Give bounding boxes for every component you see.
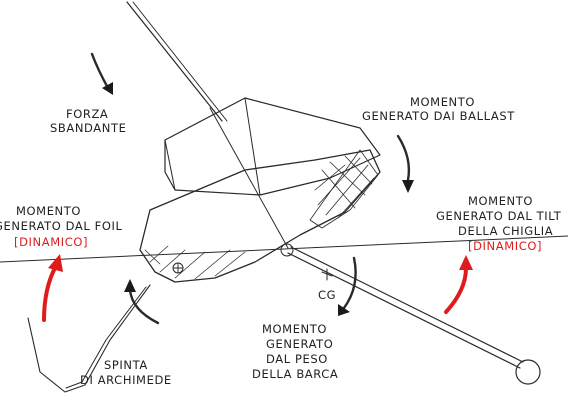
ballast-moment-label: MOMENTO GENERATO DAI BALLAST <box>362 95 515 123</box>
foil-moment-arrow <box>42 254 63 322</box>
keel-bulb <box>515 359 541 385</box>
foil <box>27 284 151 393</box>
buoyancy-label: SPINTA DI ARCHIMEDE <box>80 358 172 387</box>
weight-moment-label: MOMENTO GENERATO DAL PESO DELLA BARCA <box>252 322 338 381</box>
heeling-force-label: FORZA SBANDANTE <box>50 107 126 135</box>
buoyancy-moment-arrow <box>124 279 160 325</box>
mast-inner <box>132 1 228 122</box>
keel-tilt-moment-arrow <box>444 255 473 314</box>
foil-moment-label: MOMENTO GENERATO DAL FOIL [DINAMICO] <box>0 204 127 249</box>
ballast-hatch-left <box>144 245 246 280</box>
hull <box>139 149 381 283</box>
mast <box>126 1 223 122</box>
cabin <box>164 97 381 196</box>
ballast-moment-arrow <box>396 134 414 193</box>
heeling-force-arrow <box>90 52 113 95</box>
ballast-hatch-right <box>309 149 379 229</box>
cg-label: CG <box>318 288 336 302</box>
keel-tilt-moment-label: MOMENTO GENERATO DAL TILT DELLA CHIGLIA … <box>436 194 566 253</box>
mast-through-hull <box>209 107 289 249</box>
weight-moment-arrow <box>338 256 357 316</box>
keel-pivot <box>280 243 294 257</box>
waterline <box>0 235 568 263</box>
keel-strut-inner <box>290 246 524 363</box>
cabin-edge <box>164 97 261 196</box>
